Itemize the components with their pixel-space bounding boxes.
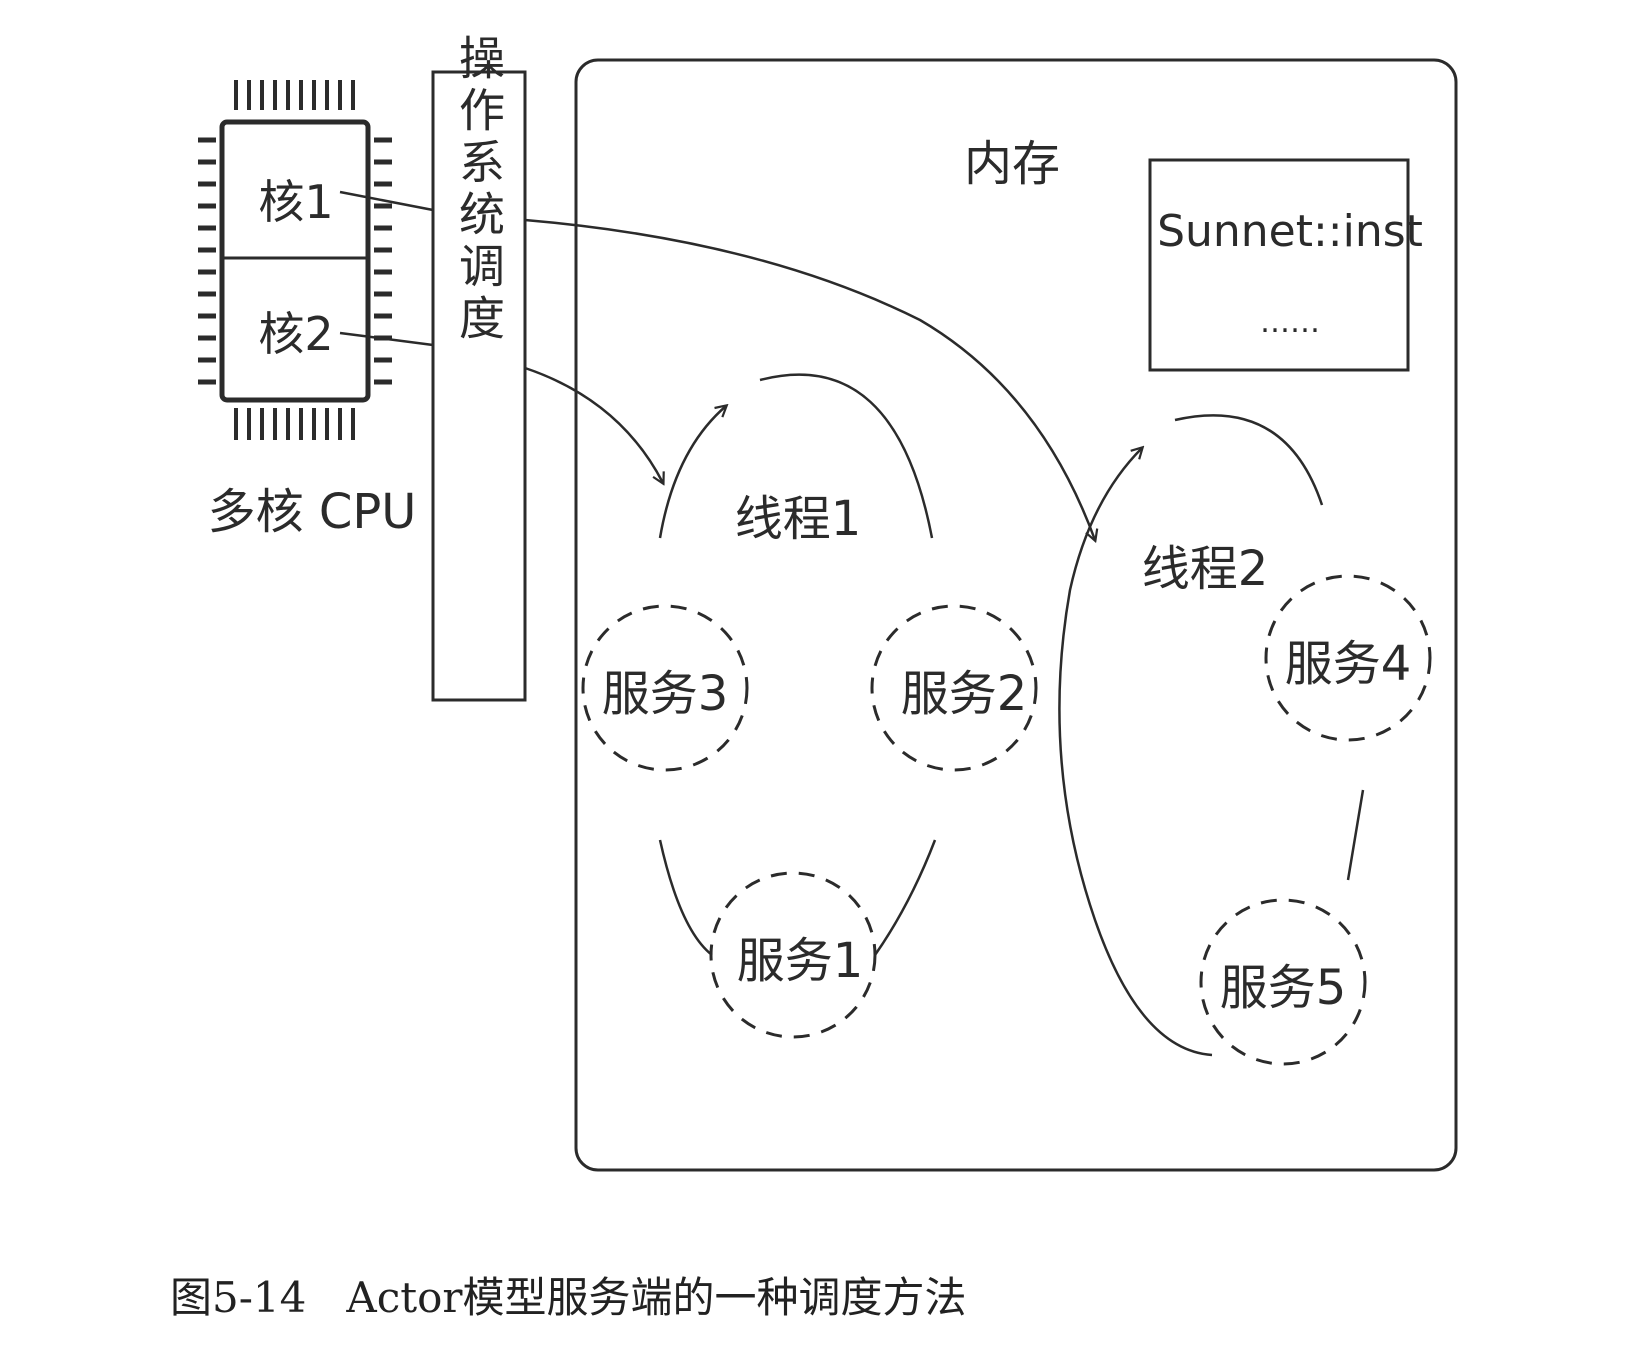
service-5-label: 服务5 xyxy=(1220,960,1347,1016)
sunnet-inst-box: Sunnet::inst …… xyxy=(1148,158,1423,372)
cpu-bottom-pins xyxy=(234,408,355,440)
thread-1-cycle xyxy=(658,373,937,956)
thread-2-label: 线程2 xyxy=(1142,541,1269,597)
multicore-cpu-chip: 核1 核2 多核 CPU xyxy=(198,80,416,540)
cpu-top-pins xyxy=(234,80,355,110)
core-1-label: 核1 xyxy=(258,175,333,229)
thread2-top-arc xyxy=(1174,414,1324,506)
scheduler-to-thread2-arrow xyxy=(524,218,1095,540)
service2-to-service1-arc xyxy=(873,839,937,956)
cpu-right-pins xyxy=(374,137,392,385)
cpu-body xyxy=(219,119,371,403)
service-5-circle xyxy=(1199,898,1367,1066)
core1-to-scheduler-line xyxy=(339,190,434,212)
service-3-circle xyxy=(581,604,749,772)
thread-1-label: 线程1 xyxy=(735,491,862,547)
os-scheduler: 操作系统调度 xyxy=(431,34,527,702)
service-2-circle xyxy=(870,604,1038,772)
os-scheduler-box xyxy=(431,70,527,702)
service-3-label: 服务3 xyxy=(602,666,729,722)
sunnet-inst-label: Sunnet::inst xyxy=(1157,206,1423,257)
cpu-left-pins xyxy=(198,137,216,385)
service3-to-thread1-arrow xyxy=(658,406,726,539)
service-4-circle xyxy=(1264,574,1432,742)
core2-to-scheduler-line xyxy=(339,331,434,347)
service-1-label: 服务1 xyxy=(737,933,864,989)
thread-2-cycle xyxy=(1058,414,1365,1057)
memory-label: 内存 xyxy=(964,136,1060,192)
service4-to-service5-line xyxy=(1346,789,1365,881)
os-scheduler-label: 操作系统调度 xyxy=(452,34,506,346)
core-2-label: 核2 xyxy=(258,307,333,361)
figure-caption: 图5-14 Actor模型服务端的一种调度方法 xyxy=(170,1273,967,1322)
service-2-label: 服务2 xyxy=(901,666,1028,722)
thread1-arc-to-service2 xyxy=(759,373,934,539)
scheduler-to-thread1-arrow xyxy=(524,366,663,483)
sunnet-inst-ellipsis: …… xyxy=(1260,305,1320,340)
thread2-left-arc xyxy=(1058,448,1213,1057)
memory-region: 内存 Sunnet::inst …… 服务3 服务2 服务1 服务4 服务5 线… xyxy=(574,58,1458,1172)
service-4-label: 服务4 xyxy=(1285,636,1412,692)
service1-to-service3-arc xyxy=(658,839,713,956)
cpu-label: 多核 CPU xyxy=(208,484,417,540)
